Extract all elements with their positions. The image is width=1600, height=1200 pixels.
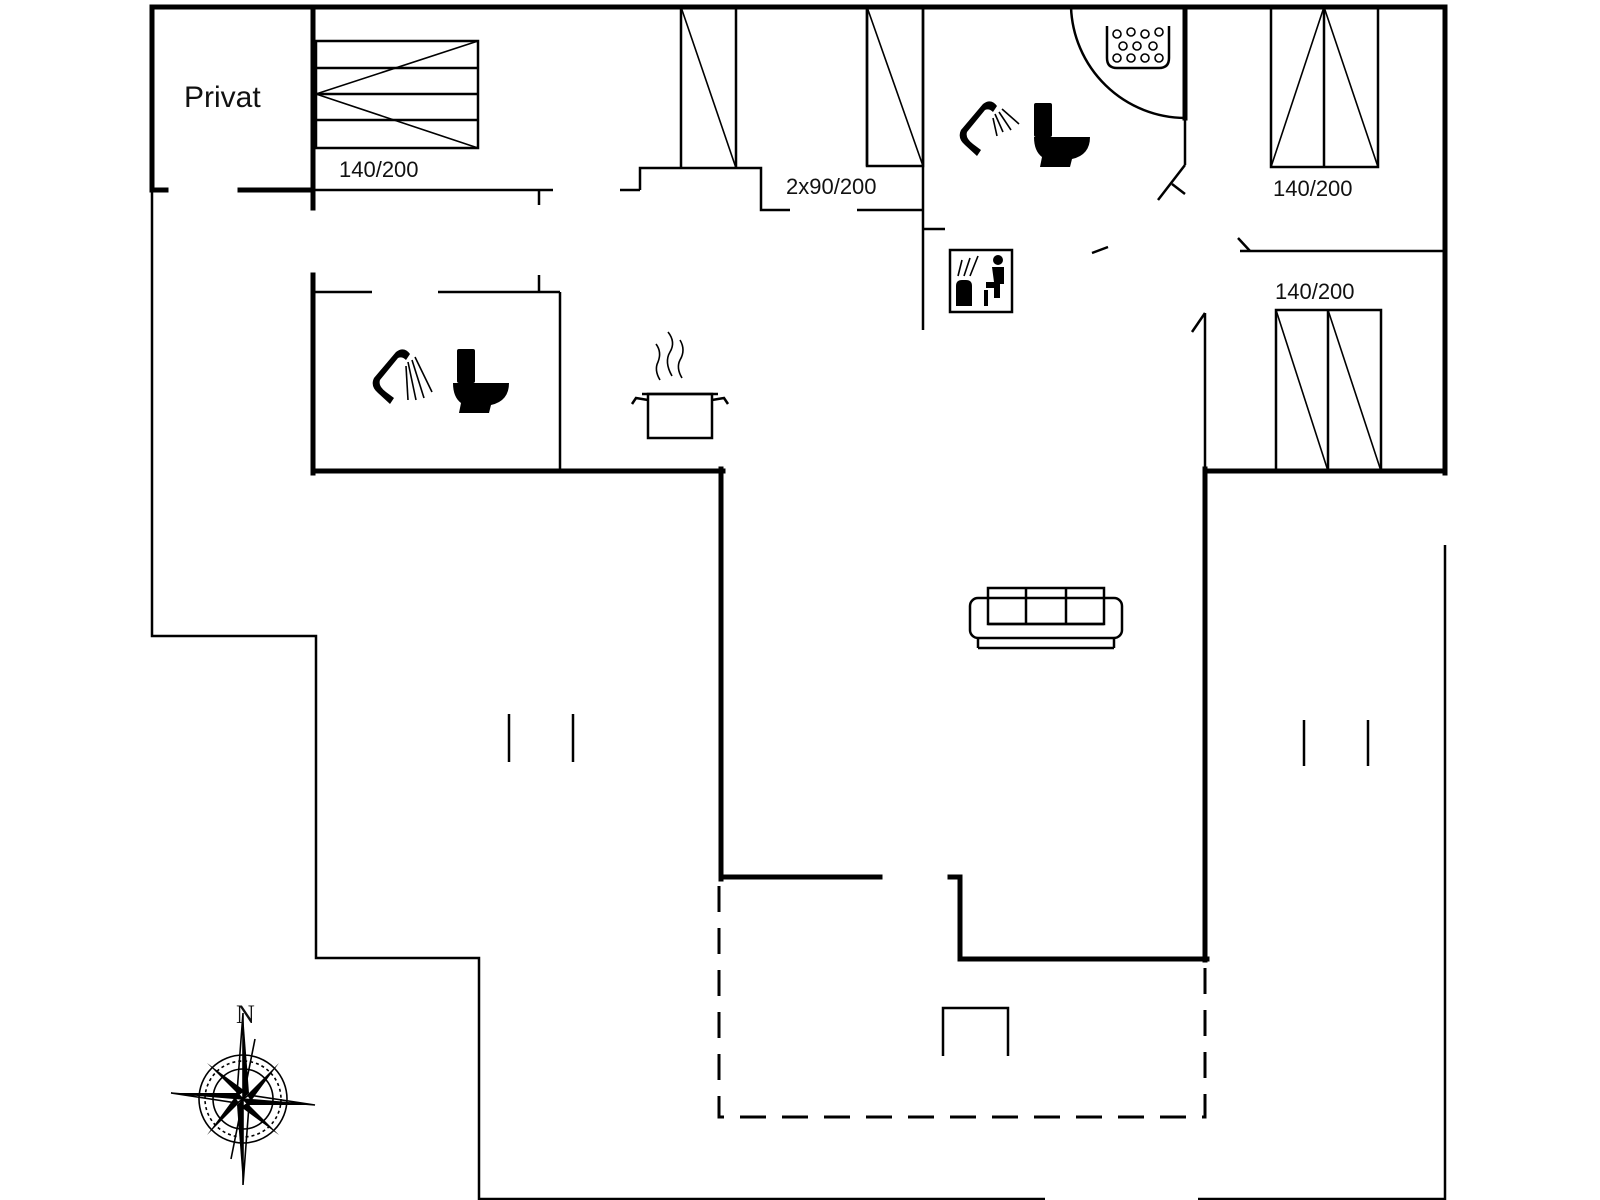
terrace-posts xyxy=(507,714,1370,766)
bed-twin xyxy=(865,5,925,168)
bed-label-right-middle: 140/200 xyxy=(1275,279,1355,304)
bed-label-top-right: 140/200 xyxy=(1273,176,1353,201)
furniture-beds xyxy=(314,5,1383,473)
bedroom-lower-door xyxy=(1190,312,1207,333)
whirlpool-icon xyxy=(1105,26,1171,70)
bed-right-middle xyxy=(1274,308,1383,473)
terrace-bench xyxy=(941,1006,1010,1056)
bath-right-door-b xyxy=(1171,183,1186,195)
toilet-icon xyxy=(453,349,509,413)
bath-door-swing xyxy=(1069,6,1186,120)
labels: Privat 140/200 2x90/200 140/200 140/200 xyxy=(184,81,1355,304)
sauna-door-stub xyxy=(1091,245,1109,255)
bedroom-door-stub xyxy=(1237,237,1251,252)
terrace-dashed-outline xyxy=(717,886,1207,1119)
wall-entry-notch xyxy=(947,874,963,962)
shower-icon xyxy=(372,349,433,404)
wardrobe-left-diag xyxy=(680,6,737,169)
shower-icon xyxy=(959,101,1020,156)
hall-wall-step xyxy=(638,166,790,212)
toilet-icon xyxy=(1034,103,1090,167)
compass-rose-icon xyxy=(170,1012,316,1186)
covered-terrace xyxy=(717,886,1207,1119)
bed-top-right xyxy=(1269,5,1380,169)
terrace-outline-left xyxy=(150,190,481,1200)
stove-icon xyxy=(630,331,730,440)
bed-private xyxy=(314,39,480,150)
sofa-icon xyxy=(968,586,1124,650)
walls xyxy=(149,4,1448,963)
room-label-private: Privat xyxy=(184,81,261,114)
bed-label-twin: 2x90/200 xyxy=(786,174,877,199)
bath-right-door-a xyxy=(1157,164,1186,201)
compass-north-label: N xyxy=(236,1000,255,1029)
sauna-icon xyxy=(948,248,1014,314)
bed-label-top-left: 140/200 xyxy=(339,157,419,182)
